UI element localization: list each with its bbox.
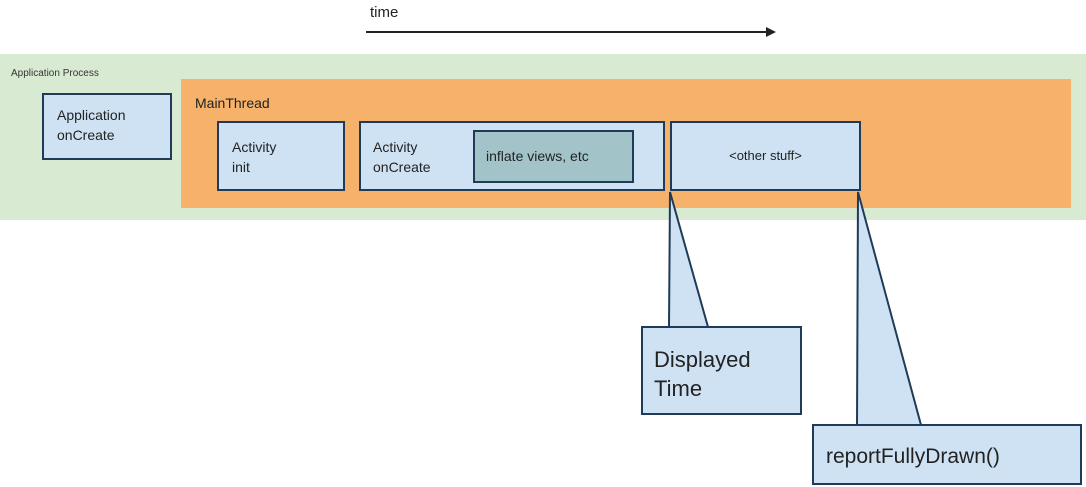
- time-arrow: [366, 27, 776, 37]
- activity-oncreate-line-2: onCreate: [373, 159, 431, 175]
- activity-init-line-1: Activity: [232, 139, 277, 155]
- activity-init-line-2: init: [232, 159, 250, 175]
- inflate-views-box: inflate views, etc: [473, 130, 634, 183]
- activity-init-box: Activity init: [217, 121, 345, 191]
- displayed-time-callout: Displayed Time: [641, 326, 802, 415]
- application-oncreate-line-1: Application: [57, 107, 126, 123]
- report-fully-drawn-pointer: [855, 191, 923, 426]
- displayed-time-line-2: Time: [654, 376, 703, 401]
- application-oncreate-box: Application onCreate: [42, 93, 172, 160]
- application-process-label: Application Process: [11, 68, 99, 79]
- application-oncreate-line-2: onCreate: [57, 127, 115, 143]
- report-fully-drawn-callout: reportFullyDrawn(): [812, 424, 1082, 485]
- other-stuff-box: <other stuff>: [670, 121, 861, 191]
- activity-oncreate-line-1: Activity: [373, 139, 418, 155]
- main-thread-label: MainThread: [195, 95, 270, 111]
- time-axis-label: time: [370, 4, 399, 21]
- displayed-time-line-1: Displayed: [654, 347, 751, 372]
